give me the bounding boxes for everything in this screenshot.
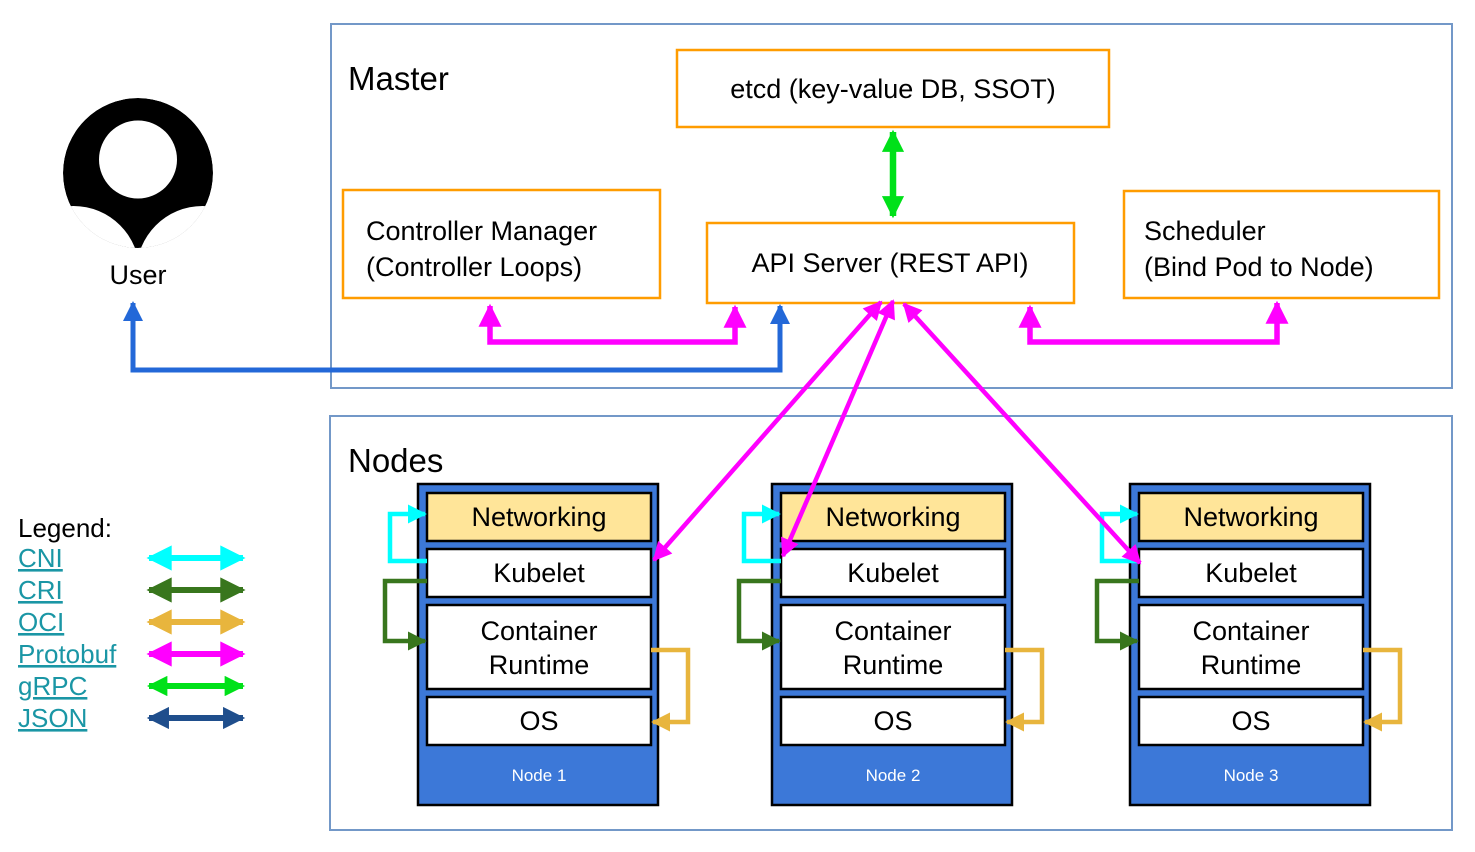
controller-manager-box	[341, 188, 662, 300]
controller-manager-label-line2: (Controller Loops)	[366, 252, 582, 282]
legend: Legend: CNI CRI OCI Protobuf gRPC JSON	[18, 513, 246, 733]
node-3-kubelet-label: Kubelet	[1205, 558, 1297, 588]
legend-link-grpc[interactable]: gRPC	[18, 671, 87, 701]
node-2-kubelet-label: Kubelet	[847, 558, 939, 588]
cri-arrow-node-2	[736, 578, 781, 651]
json-arrow-user-api	[123, 301, 790, 373]
cri-arrow-node-1	[382, 578, 427, 651]
api-server-label: API Server (REST API)	[751, 248, 1028, 278]
oci-arrow-node-3	[1363, 647, 1403, 732]
scheduler-box	[1122, 189, 1441, 300]
user-icon	[63, 98, 213, 248]
node-1-kubelet-box	[425, 547, 653, 599]
node-1-networking-box	[425, 491, 653, 543]
etcd-box	[675, 48, 1111, 129]
node-3-kubelet-box	[1137, 547, 1365, 599]
master-title: Master	[348, 60, 449, 97]
node-3-runtime-label-line1: Container	[1192, 616, 1309, 646]
legend-link-json[interactable]: JSON	[18, 703, 87, 733]
controller-manager-label-line1: Controller Manager	[366, 216, 597, 246]
protobuf-arrow-api-scheduler	[1018, 300, 1289, 345]
nodes-title: Nodes	[348, 442, 443, 479]
protobuf-arrow-api-node2	[780, 299, 896, 558]
node-1-networking-label: Networking	[471, 502, 606, 532]
node-3-os-box	[1137, 695, 1365, 747]
legend-link-protobuf[interactable]: Protobuf	[18, 639, 117, 669]
node-3-label: Node 3	[1224, 766, 1279, 785]
oci-arrow-node-2	[1005, 647, 1045, 732]
node-2-runtime-label-line1: Container	[834, 616, 951, 646]
node-2: Networking Kubelet Container Runtime OS …	[736, 482, 1045, 807]
node-1-runtime-label-line1: Container	[480, 616, 597, 646]
node-1-runtime-box	[425, 603, 653, 691]
user-label: User	[109, 260, 166, 290]
node-3-os-label: OS	[1231, 706, 1270, 736]
protobuf-arrow-api-node3	[902, 302, 1142, 565]
cri-arrow-node-3	[1094, 578, 1139, 651]
node-2-runtime-label-line2: Runtime	[843, 650, 944, 680]
scheduler-label-line2: (Bind Pod to Node)	[1144, 252, 1374, 282]
oci-arrow-node-1	[651, 647, 691, 732]
node-1-kubelet-label: Kubelet	[493, 558, 585, 588]
node-1-os-label: OS	[519, 706, 558, 736]
node-2-label: Node 2	[866, 766, 921, 785]
node-1-os-box	[425, 695, 653, 747]
node-2-networking-label: Networking	[825, 502, 960, 532]
node-3: Networking Kubelet Container Runtime OS …	[1094, 482, 1403, 807]
scheduler-label-line1: Scheduler	[1144, 216, 1266, 246]
node-3-networking-box	[1137, 491, 1365, 543]
node-3-runtime-label-line2: Runtime	[1201, 650, 1302, 680]
protobuf-arrow-cm-api	[478, 303, 747, 345]
node-2-runtime-box	[779, 603, 1007, 691]
node-1: Networking Kubelet Container Runtime OS …	[382, 482, 691, 807]
node-1-runtime-label-line2: Runtime	[489, 650, 590, 680]
cni-arrow-node-1	[387, 504, 427, 564]
node-3-runtime-box	[1137, 603, 1365, 691]
node-2-os-label: OS	[873, 706, 912, 736]
legend-link-oci[interactable]: OCI	[18, 607, 64, 637]
node-2-os-box	[779, 695, 1007, 747]
node-3-networking-label: Networking	[1183, 502, 1318, 532]
legend-link-cri[interactable]: CRI	[18, 575, 63, 605]
legend-title: Legend:	[18, 513, 112, 543]
etcd-label: etcd (key-value DB, SSOT)	[730, 74, 1056, 104]
legend-link-cni[interactable]: CNI	[18, 543, 63, 573]
node-1-label: Node 1	[512, 766, 567, 785]
